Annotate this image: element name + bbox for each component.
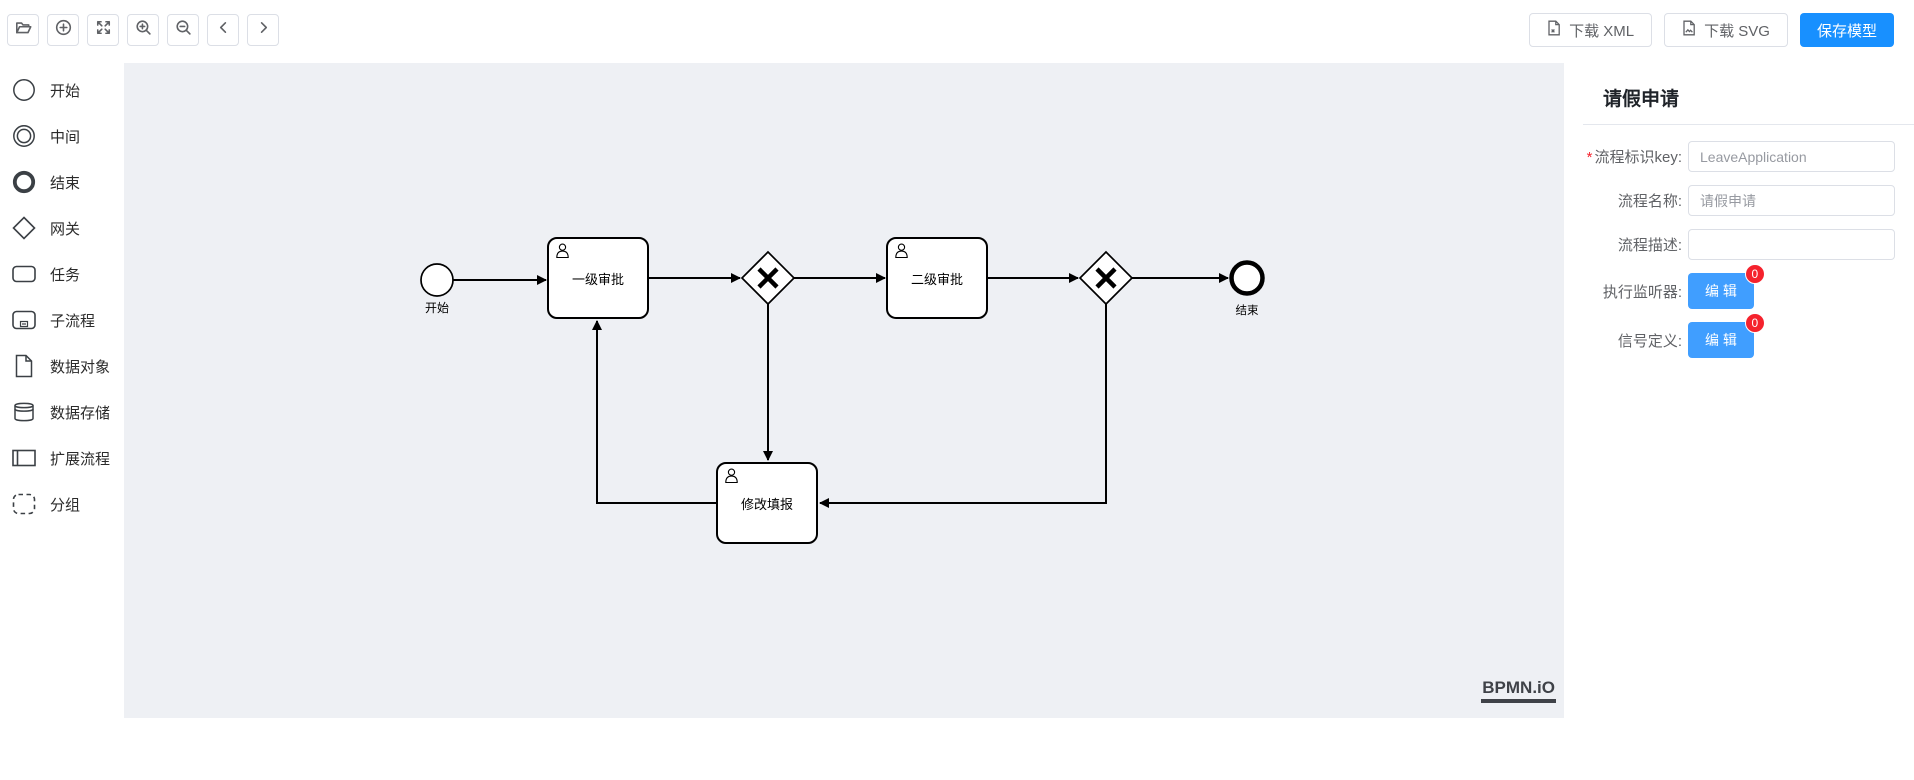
process-title: 请假申请 <box>1603 89 1680 110</box>
palette-item-data-store[interactable]: 数据存储 <box>0 389 124 435</box>
palette-item-label: 开始 <box>50 82 81 100</box>
open-diagram-button[interactable] <box>7 14 39 46</box>
save-model-button[interactable]: 保存模型 <box>1799 13 1894 47</box>
fit-viewport-button[interactable] <box>87 14 119 46</box>
process-name-label: 流程名称: <box>1617 193 1682 210</box>
execution-listener-label: 执行监听器: <box>1602 283 1682 301</box>
form-row-process-key: *流程标识key: <box>1576 141 1914 172</box>
palette-item-label: 扩展流程 <box>50 450 111 468</box>
chevron-left-icon <box>215 19 232 41</box>
new-diagram-button[interactable] <box>47 14 79 46</box>
file-xml-icon <box>1547 20 1561 40</box>
chevron-right-icon <box>255 19 272 41</box>
participant-icon <box>10 445 38 471</box>
signal-definition-count-badge: 0 <box>1744 313 1765 333</box>
undo-button[interactable] <box>207 14 239 46</box>
palette-item-data-object[interactable]: 数据对象 <box>0 343 124 389</box>
group-icon <box>10 491 38 517</box>
process-name-input[interactable] <box>1688 185 1895 216</box>
end-event-label: 结束 <box>1236 304 1259 317</box>
task-icon <box>10 261 38 287</box>
process-form: *流程标识key: 流程名称: 流程描述: 执行监听器: 编 辑 0 信号定义: <box>1576 141 1914 358</box>
folder-open-icon <box>15 19 32 41</box>
end-event-node[interactable]: 结束 <box>1229 260 1265 318</box>
edit-signal-definition-button[interactable]: 编 辑 <box>1688 322 1754 358</box>
toolbar <box>7 14 279 46</box>
gateway-icon <box>10 215 38 241</box>
user-task-node-task3[interactable]: 修改填报 <box>716 462 818 544</box>
download-xml-button[interactable]: 下载 XML <box>1529 13 1653 47</box>
zoom-out-button[interactable] <box>167 14 199 46</box>
plus-circle-icon <box>55 19 72 41</box>
palette-item-end-event[interactable]: 结束 <box>0 159 124 205</box>
palette-item-label: 分组 <box>50 496 81 514</box>
start-event-icon <box>10 77 38 103</box>
bpmn-io-logo[interactable]: BPMN.iO <box>1481 678 1556 703</box>
palette-item-participant[interactable]: 扩展流程 <box>0 435 124 481</box>
flow-task3-to-task1[interactable] <box>592 320 717 504</box>
palette-item-label: 数据存储 <box>50 404 111 422</box>
required-asterisk: * <box>1586 149 1593 166</box>
form-row-process-name: 流程名称: <box>1576 185 1914 216</box>
form-row-signal-definition: 信号定义: 编 辑 0 <box>1576 313 1914 358</box>
bpmn-diagram: 开始 一级审批 <box>420 237 1265 544</box>
user-task-node-task2[interactable]: 二级审批 <box>886 237 988 319</box>
diagram-canvas[interactable]: 开始 一级审批 <box>124 63 1564 718</box>
palette-item-intermediate-event[interactable]: 中间 <box>0 113 124 159</box>
palette-item-start-event[interactable]: 开始 <box>0 67 124 113</box>
x-marker-icon <box>1095 267 1117 289</box>
redo-button[interactable] <box>247 14 279 46</box>
process-description-label: 流程描述: <box>1617 237 1682 254</box>
palette-item-task[interactable]: 任务 <box>0 251 124 297</box>
exclusive-gateway-node-2[interactable] <box>1078 250 1134 306</box>
user-icon <box>556 243 569 259</box>
expand-icon <box>95 19 112 41</box>
start-event-node[interactable]: 开始 <box>420 263 454 315</box>
file-image-icon <box>1682 20 1696 40</box>
exclusive-gateway-node-1[interactable] <box>740 250 796 306</box>
intermediate-event-icon <box>10 123 38 149</box>
task2-label: 二级审批 <box>911 272 963 287</box>
user-icon <box>895 243 908 259</box>
palette-item-label: 数据对象 <box>50 358 111 376</box>
start-event-label: 开始 <box>425 301 449 315</box>
properties-panel: 请假申请 *流程标识key: 流程名称: 流程描述: 执行监听器: 编 辑 0 <box>1576 63 1914 371</box>
palette-item-label: 网关 <box>50 220 81 238</box>
data-store-icon <box>10 399 38 425</box>
palette-item-label: 结束 <box>50 174 81 192</box>
edit-execution-listener-button[interactable]: 编 辑 <box>1688 273 1754 309</box>
signal-definition-label: 信号定义: <box>1617 332 1682 350</box>
download-svg-button[interactable]: 下载 SVG <box>1664 13 1788 47</box>
download-xml-label: 下载 XML <box>1569 22 1635 40</box>
panel-divider <box>1583 124 1914 125</box>
process-description-input[interactable] <box>1688 229 1895 260</box>
task1-label: 一级审批 <box>572 272 624 287</box>
download-svg-label: 下载 SVG <box>1704 22 1770 40</box>
form-row-execution-listener: 执行监听器: 编 辑 0 <box>1576 264 1914 309</box>
execution-listener-count-badge: 0 <box>1744 264 1765 284</box>
end-event-icon <box>10 169 38 195</box>
palette-item-group[interactable]: 分组 <box>0 481 124 527</box>
palette-item-label: 中间 <box>50 128 81 146</box>
process-key-label: *流程标识key: <box>1586 149 1682 166</box>
palette-item-subprocess[interactable]: 子流程 <box>0 297 124 343</box>
toolbar-actions: 下载 XML 下载 SVG 保存模型 <box>1529 13 1894 47</box>
process-key-input[interactable] <box>1688 141 1895 172</box>
zoom-out-icon <box>175 19 192 41</box>
subprocess-icon <box>10 307 38 333</box>
palette-item-label: 任务 <box>50 266 81 284</box>
data-object-icon <box>10 353 38 379</box>
task3-label: 修改填报 <box>741 497 793 512</box>
palette-item-gateway[interactable]: 网关 <box>0 205 124 251</box>
form-row-process-description: 流程描述: <box>1576 229 1914 260</box>
x-marker-icon <box>757 267 779 289</box>
zoom-in-button[interactable] <box>127 14 159 46</box>
element-palette: 开始 中间 结束 网关 任务 子流程 数据对象 数据存储 <box>0 63 124 527</box>
user-task-node-task1[interactable]: 一级审批 <box>547 237 649 319</box>
zoom-in-icon <box>135 19 152 41</box>
palette-item-label: 子流程 <box>50 312 96 330</box>
user-icon <box>725 468 738 484</box>
flow-gateway2-to-task3[interactable] <box>819 304 1107 508</box>
